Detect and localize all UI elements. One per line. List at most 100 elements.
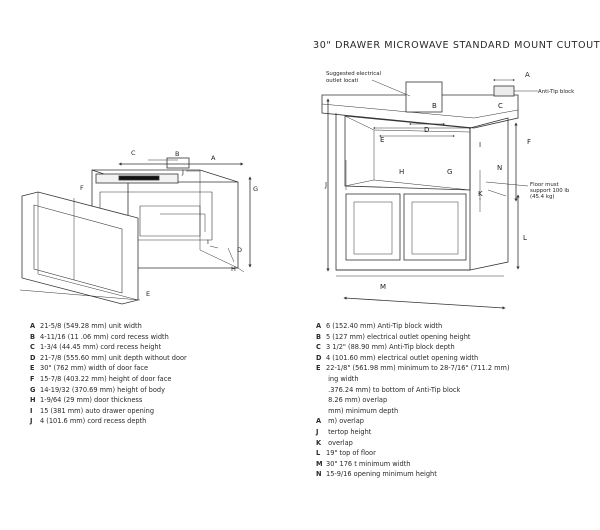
drawer-spec-row-key: I	[30, 406, 33, 415]
cutout-spec-row: E 22-1/8" (561.98 mm) minimum to 28-7/16"…	[316, 363, 510, 374]
cutout-label-b: B	[432, 102, 437, 110]
drawer-spec-row: F 15-7/8 (403.22 mm) height of door face	[30, 374, 187, 385]
drawer-spec-row-key: A	[30, 322, 36, 330]
cutout-spec-row-text: 15-9/16 opening minimum height	[326, 470, 437, 479]
drawer-label-i: I	[207, 238, 209, 246]
cutout-spec-row-key: E	[316, 364, 321, 373]
cutout-label-d: D	[424, 126, 429, 134]
cutout-spec-row-text: 8.26 mm) overlap	[326, 396, 388, 405]
drawer-spec-row-key: F	[30, 374, 35, 383]
cutout-spec-row-text: 22-1/8" (561.98 mm) minimum to 28-7/16" …	[326, 364, 510, 373]
cutout-spec-row: D 4 (101.60 mm) electrical outlet opening…	[316, 353, 510, 364]
cutout-spec-row-text: mm) minimum depth	[326, 406, 399, 415]
drawer-label-e: E	[146, 290, 150, 298]
cutout-spec-row-key: L	[316, 449, 321, 458]
cutout-spec-row: A 6 (152.40 mm) Anti-Tip block width	[316, 321, 510, 332]
cutout-spec-row: ing width	[316, 374, 510, 385]
cutout-spec-row: L 19" top of floor	[316, 448, 510, 459]
drawer-spec-row-text: 30" (762 mm) width of door face	[40, 364, 149, 373]
drawer-spec-row: C 1-3/4 (44.45 mm) cord recess height	[30, 342, 187, 353]
antitip-callout: Anti-Tip block	[538, 89, 575, 95]
cutout-spec-row: 8.26 mm) overlap	[316, 395, 510, 406]
drawer-unit-labels: A B C D E F G H I J	[80, 149, 258, 298]
cutout-label-h: H	[399, 168, 404, 176]
drawer-spec-row-text: 15-7/8 (403.22 mm) height of door face	[40, 374, 172, 383]
cutout-spec-row-key: J	[316, 427, 319, 436]
cutout-spec-row-key: N	[316, 470, 322, 479]
cutout-spec-row-text: overlap	[326, 438, 353, 447]
cutout-spec-row: mm) minimum depth	[316, 406, 510, 417]
cutout-spec-row-key: M	[316, 459, 323, 468]
cabinet-cutout-labels: A B C D E F G H I J K L M N	[324, 71, 531, 291]
drawer-label-j: J	[181, 168, 184, 176]
cutout-spec-row-text: m) overlap	[326, 417, 364, 426]
cutout-label-i: I	[479, 141, 481, 149]
drawer-spec-row: H 1-9/64 (29 mm) door thickness	[30, 395, 187, 406]
cutout-spec-row-text: 19" top of floor	[326, 449, 376, 458]
cutout-spec-row-key: D	[316, 353, 322, 362]
drawer-spec-row: D 21-7/8 (555.60 mm) unit depth without d…	[30, 353, 187, 364]
cutout-spec-row-key: B	[316, 332, 322, 341]
floor-callout-line1: Floor must	[530, 182, 559, 188]
drawer-spec-row: A 21-5/8 (549.28 mm) unit width	[30, 321, 187, 332]
cutout-spec-row-key: A	[316, 322, 322, 330]
drawer-spec-row-text: 4-11/16 (11 .06 mm) cord recess width	[40, 332, 169, 341]
floor-callout-line3: (45.4 kg)	[530, 194, 554, 200]
drawer-spec-row-text: 4 (101.6 mm) cord recess depth	[40, 417, 147, 426]
cutout-spec-row-text: 3 1/2" (88.90 mm) Anti-Tip block depth	[326, 343, 455, 352]
drawer-spec-row: E 30" (762 mm) width of door face	[30, 363, 187, 374]
cutout-spec-row: K overlap	[316, 438, 510, 449]
cutout-spec-row-text: 4 (101.60 mm) electrical outlet opening …	[326, 353, 479, 362]
cutout-label-j: J	[324, 181, 327, 189]
drawer-spec-row-text: 21-7/8 (555.60 mm) unit depth without do…	[40, 353, 187, 362]
cutout-label-m: M	[380, 283, 386, 291]
cabinet-callouts: Suggested electrical outlet locati Anti-…	[326, 71, 575, 200]
cutout-spec-row-text: 30" 176 t minimum width	[326, 459, 411, 468]
cutout-spec-row-key: C	[316, 343, 321, 352]
cutout-spec-row-text: 6 (152.40 mm) Anti-Tip block width	[326, 322, 443, 330]
cutout-spec-row: J tertop height	[316, 427, 510, 438]
cutout-label-a: A	[525, 71, 530, 79]
drawer-label-f: F	[80, 184, 84, 192]
cutout-label-e: E	[380, 136, 384, 144]
drawer-spec-row-key: C	[30, 343, 35, 352]
drawer-spec-row: I 15 (381 mm) auto drawer opening	[30, 406, 187, 417]
drawer-label-b: B	[175, 150, 179, 158]
outlet-callout-line1: Suggested electrical	[326, 71, 381, 77]
cutout-label-k: K	[478, 190, 483, 198]
cutout-label-c: C	[498, 102, 503, 110]
drawer-spec-row-key: E	[30, 364, 35, 373]
cutout-spec-row-text: ing width	[326, 374, 359, 383]
drawer-spec-row-text: 1-9/64 (29 mm) door thickness	[40, 396, 143, 405]
drawer-spec-row-key: J	[30, 417, 33, 426]
cabinet-cutout-drawing	[321, 79, 538, 310]
cutout-spec-row-key: A	[316, 417, 322, 426]
outlet-callout-line2: outlet locati	[326, 78, 358, 84]
cutout-spec-row: N 15-9/16 opening minimum height	[316, 469, 510, 480]
cutout-spec-row: A m) overlap	[316, 416, 510, 427]
cutout-spec-row-text: tertop height	[326, 427, 372, 436]
drawer-label-h: H	[231, 265, 236, 273]
cutout-spec-row: .376.24 mm) to bottom of Anti-Tip block	[316, 385, 510, 396]
drawer-spec-row-key: D	[30, 353, 36, 362]
drawer-spec-row-text: 14-19/32 (370.69 mm) height of body	[40, 385, 165, 394]
floor-callout-line2: support 100 lb	[530, 188, 570, 194]
cutout-spec-row-text: .376.24 mm) to bottom of Anti-Tip block	[326, 385, 461, 394]
drawer-spec-row-text: 1-3/4 (44.45 mm) cord recess height	[40, 343, 162, 352]
drawer-spec-row-key: H	[30, 396, 36, 405]
cutout-label-n: N	[497, 164, 502, 172]
cutout-label-l: L	[523, 234, 527, 242]
drawer-spec-row-text: 15 (381 mm) auto drawer opening	[40, 406, 155, 415]
drawer-label-c: C	[131, 149, 136, 157]
cutout-spec-row: C 3 1/2" (88.90 mm) Anti-Tip block depth	[316, 342, 510, 353]
cutout-spec-row-text: 5 (127 mm) electrical outlet opening hei…	[326, 332, 471, 341]
drawer-label-d: D	[237, 246, 242, 254]
drawer-spec-row-text: 21-5/8 (549.28 mm) unit width	[40, 322, 142, 330]
cutout-label-g: G	[447, 168, 452, 176]
